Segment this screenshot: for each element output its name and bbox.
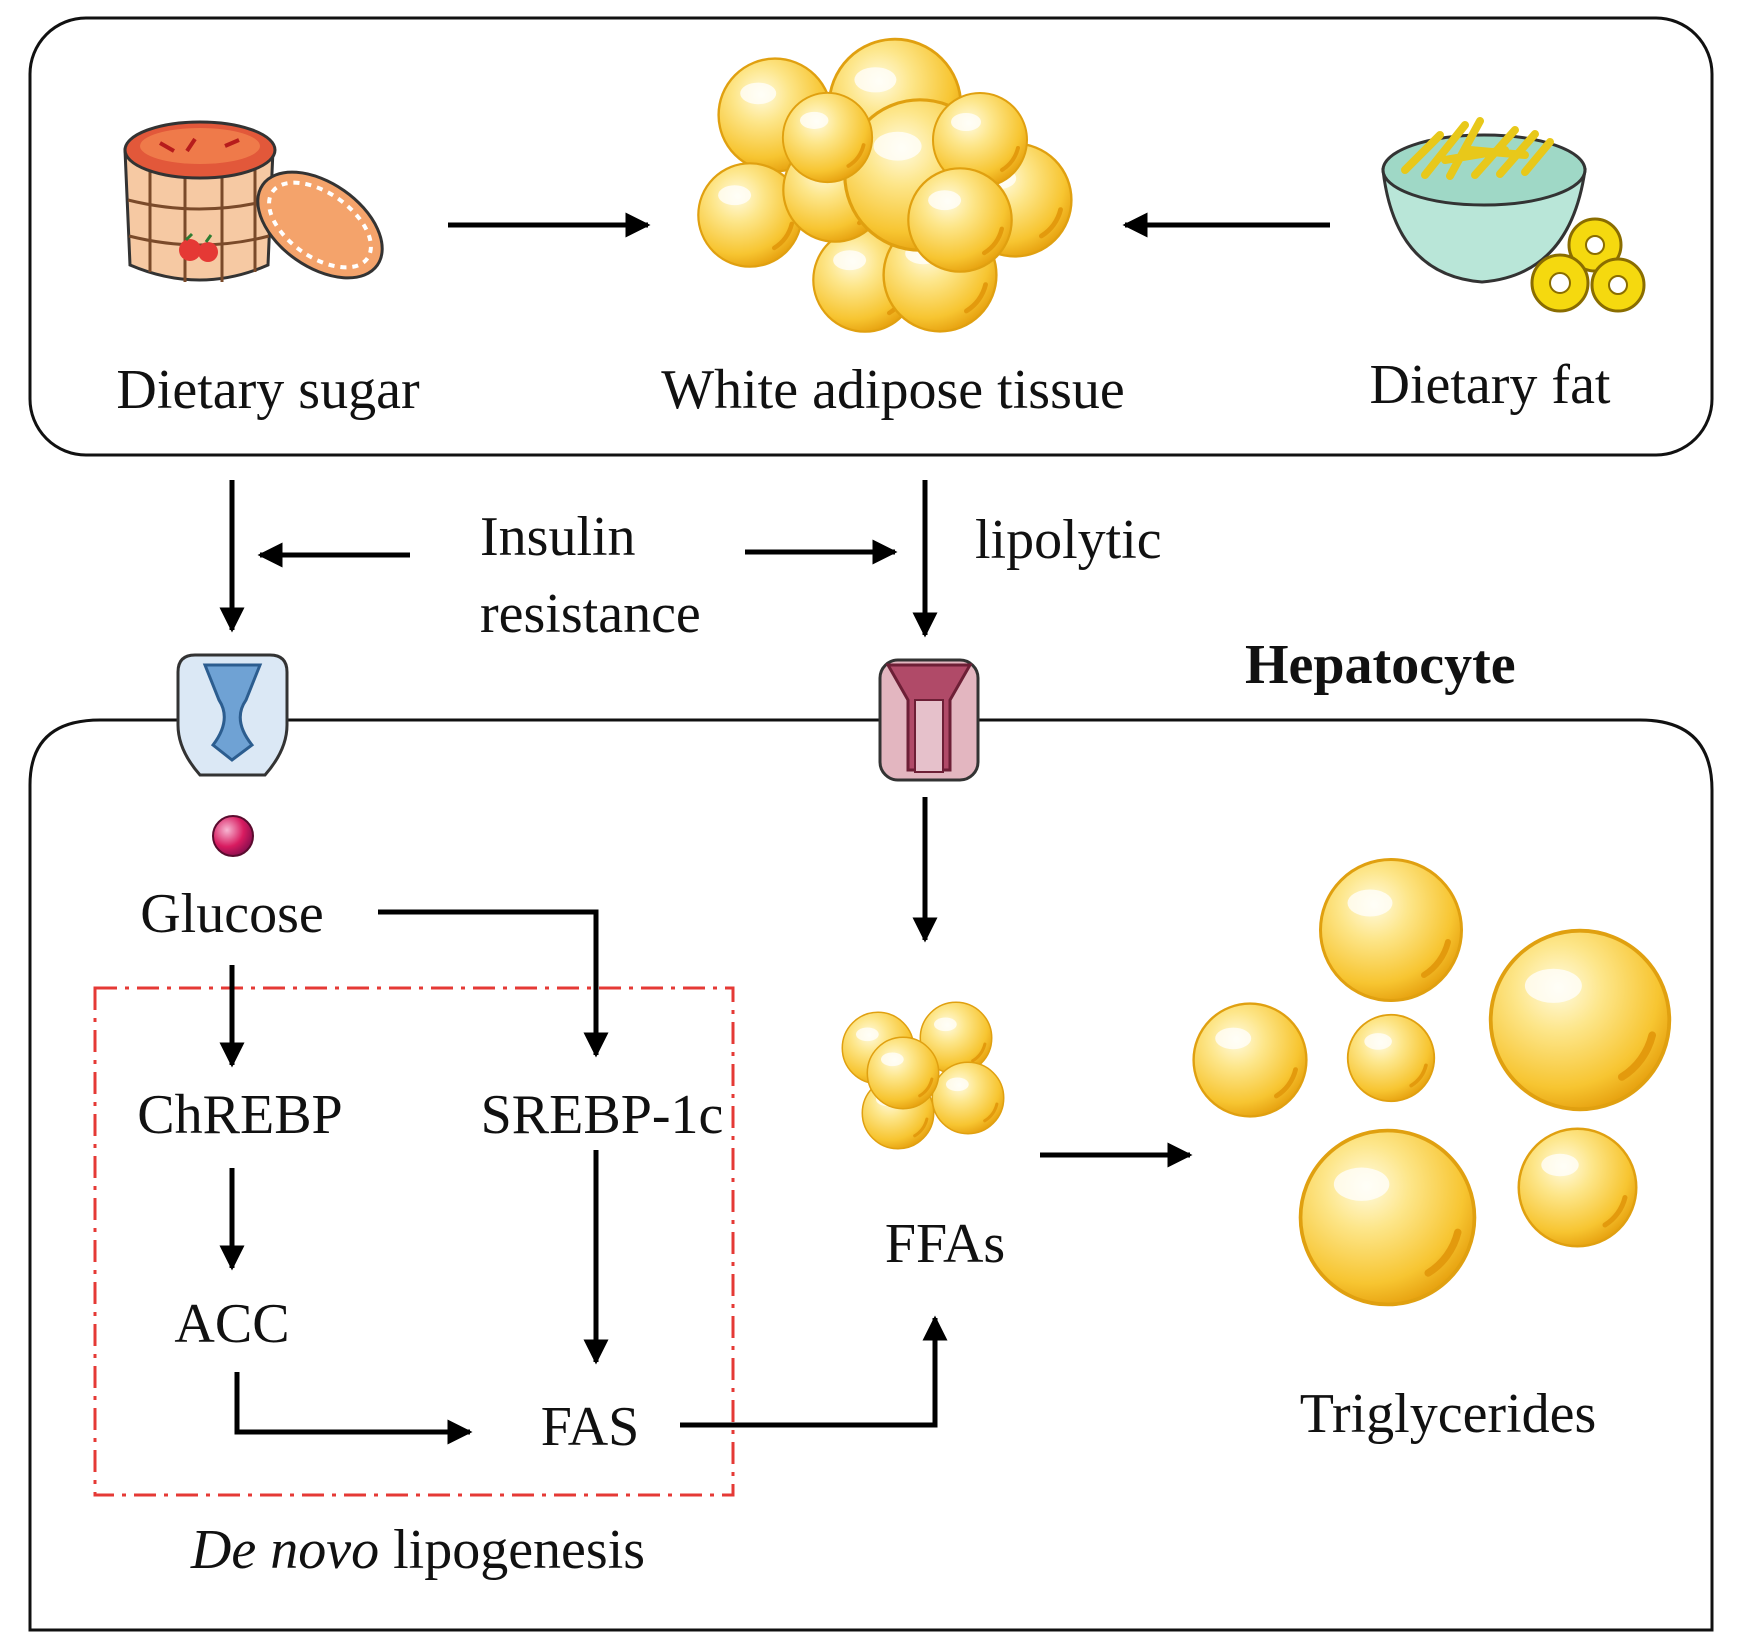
arrow-acc-to-fas (234, 1372, 473, 1445)
label-ffas: FFAs (885, 1213, 1005, 1275)
adipose-tissue-icon (698, 39, 1071, 332)
label-triglycerides: Triglycerides (1300, 1383, 1597, 1445)
label-srebp-1c: SREBP-1c (481, 1084, 724, 1146)
de-novo-lipogenesis-box (93, 986, 735, 1497)
ffa-cluster-icon (840, 1000, 1006, 1151)
glucose-transporter-icon (176, 653, 289, 777)
label-acc: ACC (174, 1293, 289, 1355)
fatty-acid-transporter-icon (878, 658, 980, 782)
arrow-glucose-to-srebp (378, 909, 609, 1058)
fat-bowl-icon (1381, 117, 1646, 313)
label-chrebp: ChREBP (137, 1084, 342, 1146)
jam-jar-icon (123, 120, 384, 282)
label-hepatocyte: Hepatocyte (1245, 634, 1516, 696)
label-insulin-resistance-line2: resistance (480, 583, 701, 645)
label-dietary-sugar: Dietary sugar (116, 359, 420, 421)
label-dietary-fat: Dietary fat (1370, 354, 1611, 416)
top-panel-frame (28, 16, 1714, 457)
glucose-molecule-icon (212, 815, 254, 857)
hepatocyte-membrane (28, 718, 1714, 1632)
label-insulin-resistance-line1: Insulin (480, 506, 636, 568)
label-de-novo-lipogenesis: De novo lipogenesis (190, 1519, 645, 1581)
label-white-adipose-tissue: White adipose tissue (661, 359, 1124, 421)
triglyceride-droplets-icon (1194, 860, 1670, 1305)
arrow-fas-to-ffas (680, 1315, 948, 1428)
label-glucose: Glucose (140, 883, 324, 945)
label-lipolytic: lipolytic (975, 509, 1162, 571)
label-fas: FAS (541, 1396, 640, 1458)
